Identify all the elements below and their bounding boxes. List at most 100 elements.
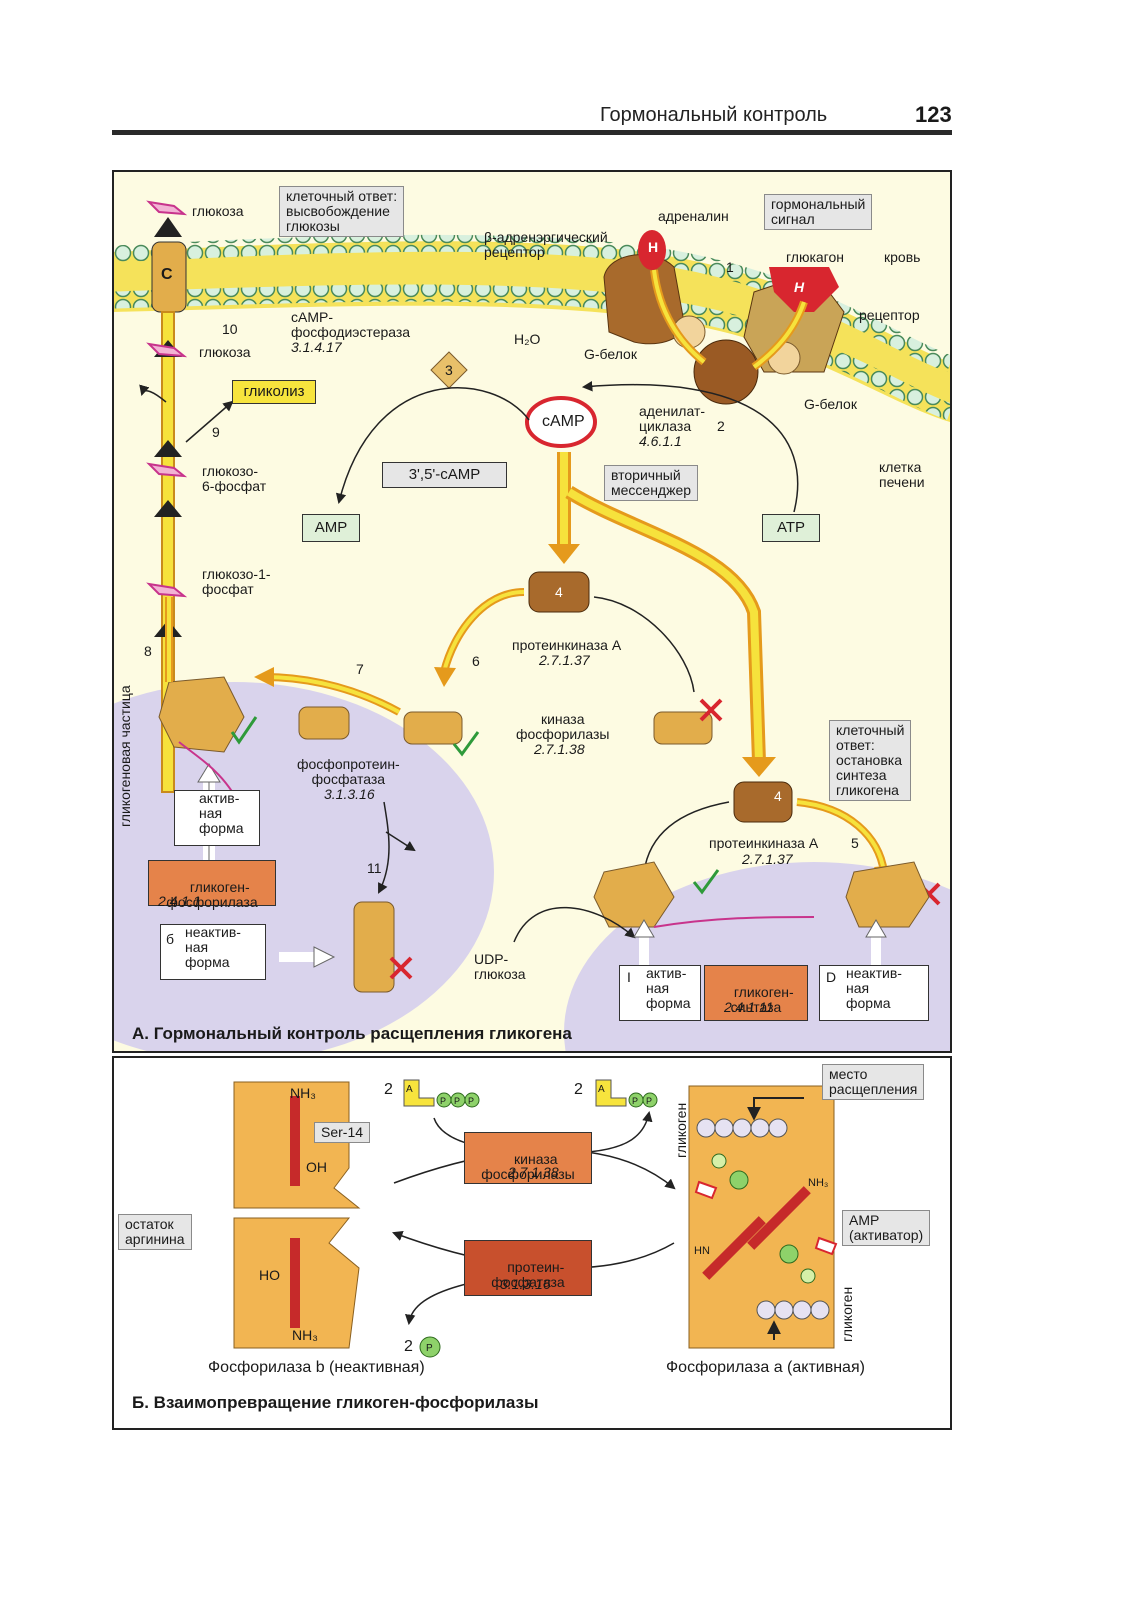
- g6p-label: глюкозо- 6-фосфат: [202, 463, 267, 494]
- step-4-upper: 4: [555, 584, 563, 600]
- atp-adenine: A: [406, 1084, 413, 1095]
- ppase-ec: 3.1.3.16: [324, 786, 375, 802]
- pka-lower: [733, 781, 793, 823]
- pi-icon: [419, 1336, 441, 1358]
- step-11: 11: [367, 860, 382, 876]
- glycogen-particle-label: гликогеновая частица: [117, 685, 133, 827]
- kinase-inactive: [653, 711, 713, 745]
- phosphatase-shape: [298, 706, 350, 740]
- synthase-active-form-box: актив- ная форма: [619, 965, 701, 1021]
- phosphorylase-b-caption: Фосфорилаза b (неактивная): [208, 1359, 425, 1376]
- step-5: 5: [851, 835, 859, 851]
- atp-coefficient: 2: [384, 1081, 393, 1098]
- phosphorylase-inactive: [353, 901, 395, 993]
- synthase-inactive-form-box: неактив- ная форма: [819, 965, 929, 1021]
- atp-box: ATP: [762, 514, 820, 542]
- activation-checks: [230, 716, 720, 895]
- panel-b-drawing: [233, 1079, 838, 1358]
- nh3-top-label: NH₃: [290, 1085, 316, 1101]
- arginine-callout: остаток аргинина: [118, 1214, 192, 1250]
- page-header-title: Гормональный контроль: [600, 104, 828, 126]
- panel-a-caption: А. Гормональный контроль расщепления гли…: [132, 1024, 572, 1043]
- step-8: 8: [144, 643, 152, 659]
- cyclic-camp-box: 3',5'-cAMP: [382, 462, 507, 488]
- phosphorylase-active: [158, 676, 245, 753]
- phos-kinase-label: киназа фосфорилазы: [516, 711, 610, 742]
- glycolysis-box: гликолиз: [232, 380, 316, 404]
- glycogen-chain-top: [696, 1118, 788, 1138]
- synthase-inactive: [845, 861, 930, 928]
- phosphatase-ec: 3.1.3.16: [500, 1276, 551, 1292]
- cleavage-site-callout: место расщепления: [822, 1064, 925, 1100]
- phosphate-a-top: [729, 1170, 749, 1190]
- g1p-label: глюкозо-1- фосфат: [202, 566, 271, 597]
- glucagon-label: глюкагон: [786, 249, 845, 265]
- inactive-D-marker: D: [826, 969, 837, 985]
- plus-a-bottom: [800, 1268, 816, 1284]
- adp-p2: P: [646, 1096, 653, 1106]
- glyc-synth-label: гликоген- синтаза: [730, 984, 794, 1015]
- nh3-bottom-label: NH₃: [292, 1327, 318, 1343]
- atp-p3: P: [468, 1096, 475, 1106]
- water-label: H₂O: [514, 331, 541, 347]
- page-number: 123: [915, 102, 952, 127]
- nh3-a-label: NH₃: [808, 1177, 829, 1189]
- liver-cell-label: клетка печени: [879, 459, 925, 490]
- glycogen-synthase-box: гликоген- синтаза: [704, 965, 808, 1021]
- glycogen-label-2: гликоген: [839, 1286, 855, 1342]
- step-1: 1: [726, 259, 734, 275]
- glucose-top-label: глюкоза: [192, 203, 244, 219]
- callout-stop-synthesis: клеточный ответ: остановка синтеза глико…: [829, 720, 912, 801]
- protein-phosphatase-box: протеин- фосфатаза: [464, 1240, 592, 1296]
- camp-oval: [525, 396, 597, 448]
- active-form-box: актив- ная форма: [174, 790, 260, 846]
- atp-p1: P: [440, 1096, 447, 1106]
- phosphorylase-kinase-box: киназа фосфорилазы: [464, 1132, 592, 1184]
- panel-a-glycogen-breakdown: глюкоза клеточный ответ: высвобождение г…: [112, 170, 952, 1053]
- inactive-form-box: неактив- ная форма: [160, 924, 266, 980]
- adenylate-cyclase-ec: 4.6.1.1: [639, 433, 682, 449]
- pka-ec-upper: 2.7.1.37: [539, 652, 590, 668]
- hn-a-label: HN: [694, 1245, 710, 1257]
- callout-hormone-signal: гормональный сигнал: [764, 194, 873, 230]
- adp-icon: [595, 1079, 658, 1108]
- amp-box: AMP: [302, 514, 360, 542]
- adrenaline-label: адреналин: [658, 208, 729, 224]
- pka-label-lower: протеинкиназа А: [709, 835, 819, 851]
- oh-label: OH: [306, 1159, 327, 1175]
- glucose-mid-label: глюкоза: [199, 344, 251, 360]
- step-4-lower: 4: [774, 788, 782, 804]
- glyc-phos-label: гликоген- фосфорилаза: [166, 879, 258, 910]
- glyc-phos-ec: 2.4.1.1: [158, 893, 201, 909]
- channel-c-label: C: [161, 266, 173, 283]
- glyc-synth-ec: 2.4.1.11: [724, 999, 774, 1015]
- glycogen-label-1: гликоген: [673, 1102, 689, 1158]
- kinase-active: [403, 711, 463, 745]
- step-7: 7: [356, 661, 364, 677]
- pi-letter: P: [426, 1343, 433, 1354]
- adrenaline-h-symbol: H: [648, 239, 659, 255]
- udp-glucose-label: UDP- глюкоза: [474, 951, 526, 982]
- receptor-label: рецептор: [859, 307, 920, 323]
- pka-ec-lower: 2.7.1.37: [742, 851, 793, 867]
- camp-label: cAMP: [542, 413, 585, 430]
- inactive-b-marker: б: [166, 931, 175, 947]
- step-6: 6: [472, 653, 480, 669]
- kinase-ec: 2.7.1.38: [508, 1164, 559, 1180]
- header-rule: [112, 130, 952, 135]
- step-2: 2: [717, 418, 725, 434]
- camp-pde-label: cAMP- фосфодиэстераза: [291, 309, 411, 340]
- pka-upper: [528, 571, 590, 613]
- panel-b-phosphorylase-interconversion: 2 A P P P 2 A P P Ser-14 OH NH₃ HO NH₃ к…: [112, 1056, 952, 1430]
- phosphorylase-a: [688, 1085, 835, 1349]
- adenylate-cyclase-label: аденилат- циклаза: [639, 403, 706, 434]
- glycogen-phosphorylase-box: гликоген- фосфорилаза: [148, 860, 276, 910]
- ho-label: HO: [259, 1267, 280, 1283]
- phosphatase-label: протеин- фосфатаза: [491, 1259, 565, 1290]
- g-protein-label-1: G-белок: [584, 346, 637, 362]
- panel-b-caption: Б. Взаимопревращение гликоген-фосфорилаз…: [132, 1393, 539, 1412]
- step-3: 3: [445, 362, 453, 378]
- atp-p2: P: [454, 1096, 461, 1106]
- phos-kinase-ec: 2.7.1.38: [534, 741, 585, 757]
- adp-p1: P: [632, 1096, 639, 1106]
